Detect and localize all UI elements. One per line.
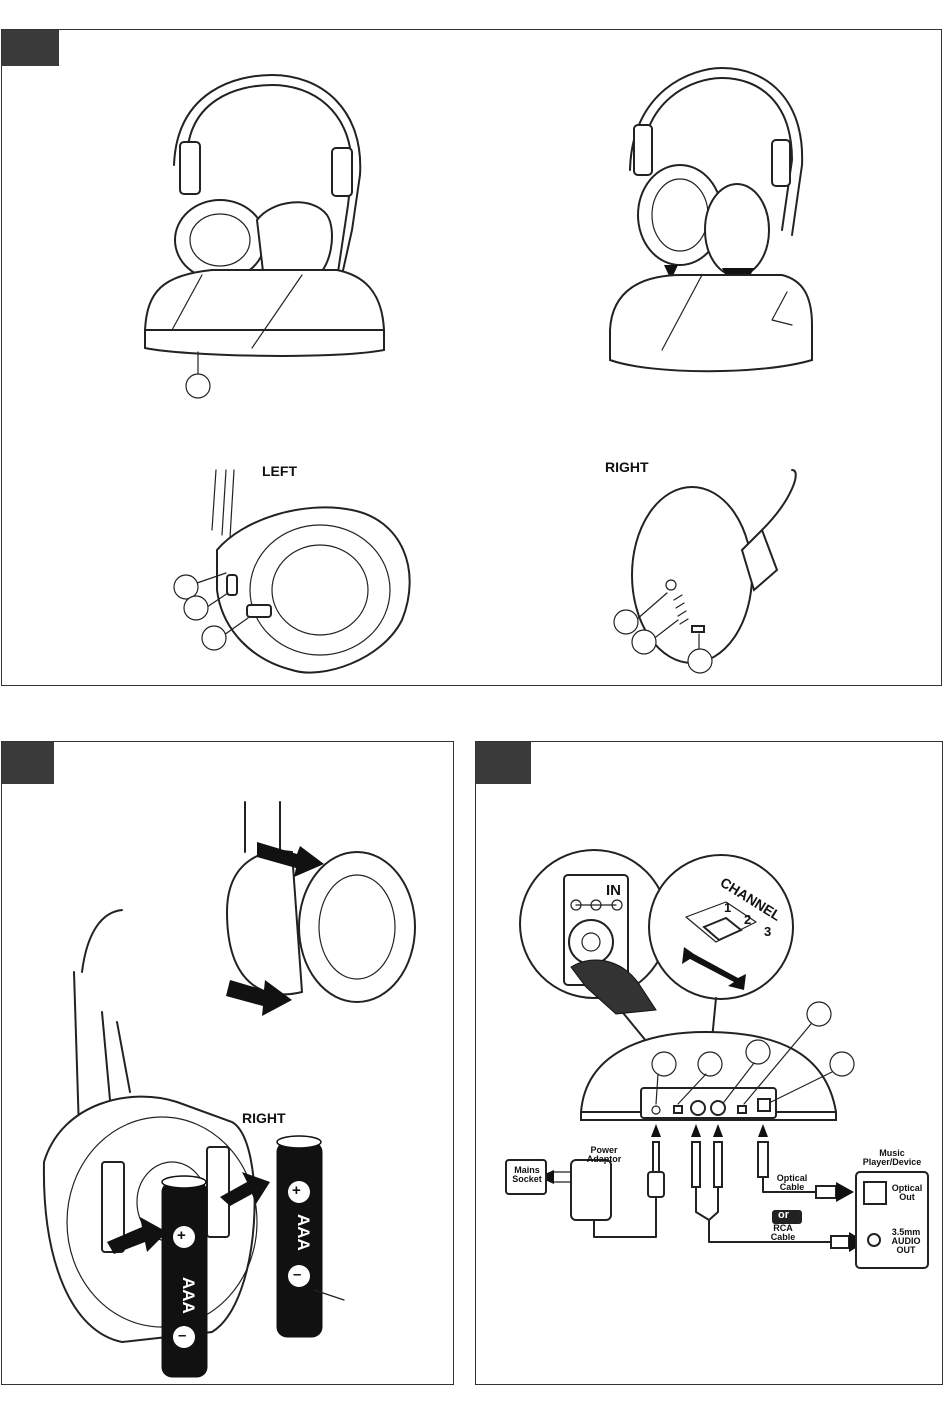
channel-2: 2 — [744, 912, 751, 927]
battery-2-minus: – — [293, 1266, 301, 1283]
callout-2 — [174, 575, 198, 599]
music-player-label: Music Player/Device — [854, 1149, 930, 1167]
headphones-lowering — [610, 68, 812, 371]
panel-2-illustration — [2, 742, 455, 1386]
or-label: or — [778, 1209, 789, 1221]
callout-6 — [632, 630, 656, 654]
callout-1 — [186, 374, 210, 398]
in-label: IN — [606, 882, 621, 899]
panel-1-illustration — [2, 30, 943, 687]
battery-1-label: AAA — [178, 1277, 198, 1314]
mains-socket-label: Mains Socket — [507, 1166, 547, 1184]
rca-cable-label: RCA Cable — [768, 1224, 798, 1242]
left-label: LEFT — [262, 463, 297, 479]
panel-3: IN CHANNEL 1 2 3 Mains Socket Power Adap… — [475, 741, 943, 1385]
callout-4 — [202, 626, 226, 650]
callout-5 — [614, 610, 638, 634]
right-label: RIGHT — [605, 459, 649, 475]
battery-1-plus: + — [177, 1227, 186, 1244]
callout-3 — [184, 596, 208, 620]
battery-1-minus: – — [178, 1327, 186, 1344]
panel-3-illustration — [476, 742, 944, 1386]
headphones-on-base — [145, 75, 384, 398]
optical-cable-label: Optical Cable — [770, 1174, 814, 1192]
battery-2-label: AAA — [293, 1214, 313, 1251]
callout-7 — [688, 649, 712, 673]
panel2-right-label: RIGHT — [242, 1110, 286, 1126]
callout-12 — [830, 1052, 854, 1076]
power-adaptor-label: Power Adaptor — [584, 1146, 624, 1164]
left-earcup-detail — [174, 470, 410, 673]
earpad-removal — [226, 802, 415, 1016]
callout-9 — [698, 1052, 722, 1076]
panel-1: LEFT RIGHT — [1, 29, 942, 686]
optical-out-label: Optical Out — [888, 1184, 926, 1202]
callout-8 — [652, 1052, 676, 1076]
right-earcup-detail — [614, 470, 796, 673]
battery-2-plus: + — [292, 1182, 301, 1199]
callout-11 — [807, 1002, 831, 1026]
earcup-battery-compartment — [44, 910, 257, 1342]
channel-3: 3 — [764, 924, 771, 939]
audio-out-label: 3.5mm AUDIO OUT — [884, 1228, 928, 1255]
callout-10 — [746, 1040, 770, 1064]
channel-1: 1 — [724, 900, 731, 915]
panel-2: RIGHT + AAA – + AAA – — [1, 741, 454, 1385]
